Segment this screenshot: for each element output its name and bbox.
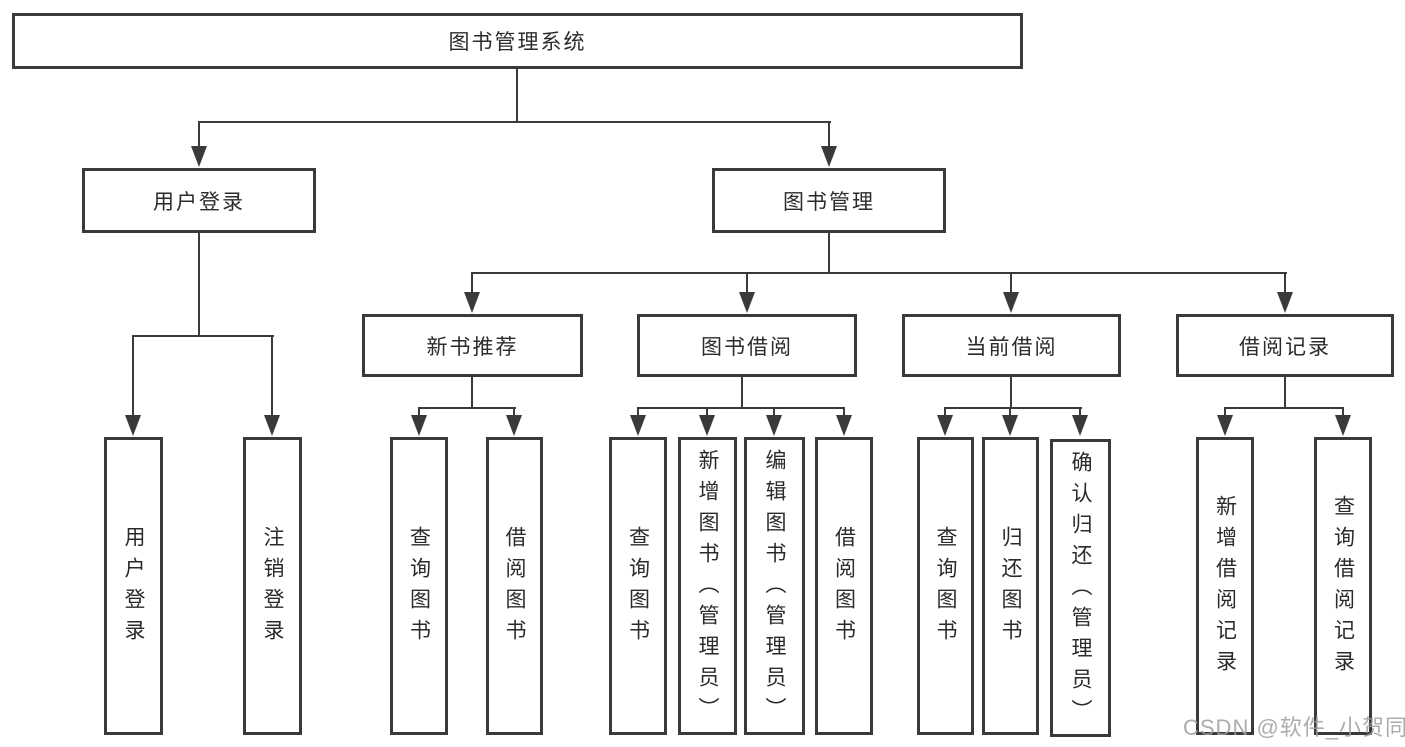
connector-drop-add-borrow-record (1224, 407, 1226, 419)
node-leaf-add-borrow-record: 新增借阅记录 (1196, 437, 1254, 735)
node-leaf-logout: 注销登录 (243, 437, 302, 735)
connector-drop-confirm-return-admin (1079, 407, 1081, 419)
connector-root-trunk (516, 69, 518, 122)
connector-drop-borrow-records (1284, 272, 1286, 296)
node-leaf-query-books-current: 查询图书 (917, 437, 974, 735)
connector-book-management-trunk (828, 233, 830, 274)
connector-book-borrow-trunk (741, 377, 743, 408)
arrowhead-current-borrow (1003, 292, 1019, 313)
arrowhead-new-book (464, 292, 480, 313)
node-book-management: 图书管理 (712, 168, 946, 233)
node-user-login: 用户登录 (82, 168, 316, 233)
connector-drop-user-login (198, 121, 200, 149)
connector-borrow-records-trunk (1284, 377, 1286, 408)
connector-drop-edit-book-admin (773, 407, 775, 419)
arrowhead-query-books-recommend (411, 415, 427, 436)
connector-user-login-trunk (198, 233, 200, 336)
node-leaf-user-login: 用户登录 (104, 437, 163, 735)
connector-level2-hbar (198, 121, 831, 123)
connector-new-book-trunk (471, 377, 473, 408)
connector-drop-query-books-borrow (637, 407, 639, 419)
connector-book-borrow-hbar (637, 407, 845, 409)
arrowhead-book-borrow (739, 292, 755, 313)
node-book-borrow: 图书借阅 (637, 314, 857, 377)
connector-drop-query-books-current (944, 407, 946, 419)
connector-current-borrow-hbar (944, 407, 1082, 409)
connector-drop-leaf-user-login (132, 335, 134, 419)
arrowhead-borrow-records (1277, 292, 1293, 313)
arrowhead-book-management (821, 146, 837, 167)
connector-drop-query-borrow-record (1342, 407, 1344, 419)
node-leaf-edit-book-admin: 编辑图书（管理员） (744, 437, 805, 735)
connector-level3-hbar (471, 272, 1287, 274)
connector-drop-book-management (828, 121, 830, 149)
node-borrow-records: 借阅记录 (1176, 314, 1394, 377)
connector-borrow-records-hbar (1224, 407, 1344, 409)
node-leaf-borrow-books-recommend: 借阅图书 (486, 437, 543, 735)
node-new-book-recommend: 新书推荐 (362, 314, 583, 377)
node-leaf-add-book-admin: 新增图书（管理员） (678, 437, 737, 735)
connector-drop-leaf-logout (271, 335, 273, 419)
node-leaf-return-book: 归还图书 (982, 437, 1039, 735)
connector-drop-current-borrow (1010, 272, 1012, 296)
arrowhead-query-books-borrow (630, 415, 646, 436)
connector-drop-return-book (1009, 407, 1011, 419)
arrowhead-borrow-books-recommend (506, 415, 522, 436)
node-library-management-system: 图书管理系统 (12, 13, 1023, 69)
arrowhead-query-books-current (937, 415, 953, 436)
connector-drop-new-book (471, 272, 473, 296)
arrowhead-query-borrow-record (1335, 415, 1351, 436)
node-leaf-borrow-books: 借阅图书 (815, 437, 873, 735)
arrowhead-leaf-user-login (125, 415, 141, 436)
connector-current-borrow-trunk (1010, 377, 1012, 408)
arrowhead-edit-book-admin (766, 415, 782, 436)
connector-drop-borrow-books (843, 407, 845, 419)
node-current-borrow: 当前借阅 (902, 314, 1121, 377)
node-leaf-query-borrow-record: 查询借阅记录 (1314, 437, 1372, 735)
connector-drop-borrow-books-recommend (513, 407, 515, 419)
arrowhead-borrow-books (836, 415, 852, 436)
node-leaf-query-books-borrow: 查询图书 (609, 437, 667, 735)
arrowhead-leaf-logout (264, 415, 280, 436)
connector-new-book-hbar (418, 407, 516, 409)
connector-drop-query-books-recommend (418, 407, 420, 419)
node-leaf-confirm-return-admin: 确认归还（管理员） (1050, 439, 1111, 737)
node-leaf-query-books-recommend: 查询图书 (390, 437, 448, 735)
connector-drop-add-book-admin (706, 407, 708, 419)
connector-drop-book-borrow (746, 272, 748, 296)
arrowhead-return-book (1002, 415, 1018, 436)
arrowhead-add-book-admin (699, 415, 715, 436)
arrowhead-confirm-return-admin (1072, 415, 1088, 436)
arrowhead-add-borrow-record (1217, 415, 1233, 436)
arrowhead-user-login (191, 146, 207, 167)
connector-user-login-hbar (132, 335, 274, 337)
csdn-watermark: CSDN @软件_小贺同学 (1183, 715, 1405, 740)
